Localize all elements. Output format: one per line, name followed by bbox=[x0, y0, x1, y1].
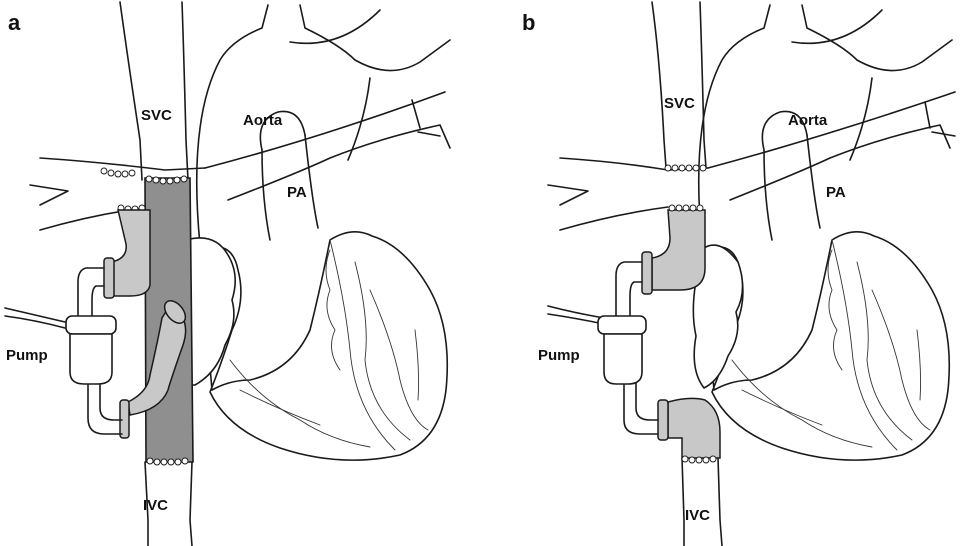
pump bbox=[66, 316, 116, 384]
inflow-connector bbox=[658, 400, 668, 440]
right-atrium bbox=[186, 238, 235, 385]
pump-label: Pump bbox=[538, 347, 580, 364]
pa-label: PA bbox=[826, 184, 846, 201]
outflow-connector bbox=[104, 258, 114, 298]
panel-a: a SVC Aorta PA Pump IVC bbox=[5, 2, 450, 546]
aorta-label: Aorta bbox=[243, 112, 283, 129]
svc-label: SVC bbox=[141, 107, 172, 124]
outflow-connector bbox=[642, 252, 652, 294]
outflow-graft bbox=[112, 210, 150, 296]
panel-letter: a bbox=[8, 10, 21, 35]
panel-b: b SVC Aorta PA Pump IVC bbox=[522, 2, 955, 546]
panel-letter: b bbox=[522, 10, 535, 35]
ivc-label: IVC bbox=[685, 507, 710, 524]
pump-label: Pump bbox=[6, 347, 48, 364]
inflow-graft bbox=[668, 398, 720, 458]
aorta bbox=[197, 5, 450, 245]
ivc-label: IVC bbox=[143, 497, 168, 514]
pa-label: PA bbox=[287, 184, 307, 201]
heart bbox=[200, 232, 447, 460]
aorta-label: Aorta bbox=[788, 112, 828, 129]
svc-label: SVC bbox=[664, 95, 695, 112]
outflow-graft bbox=[652, 210, 705, 290]
pulmonary-artery-branches bbox=[30, 92, 450, 230]
pulmonary-artery-branches bbox=[548, 92, 955, 230]
inflow-connector bbox=[120, 400, 129, 438]
pump bbox=[598, 316, 646, 384]
